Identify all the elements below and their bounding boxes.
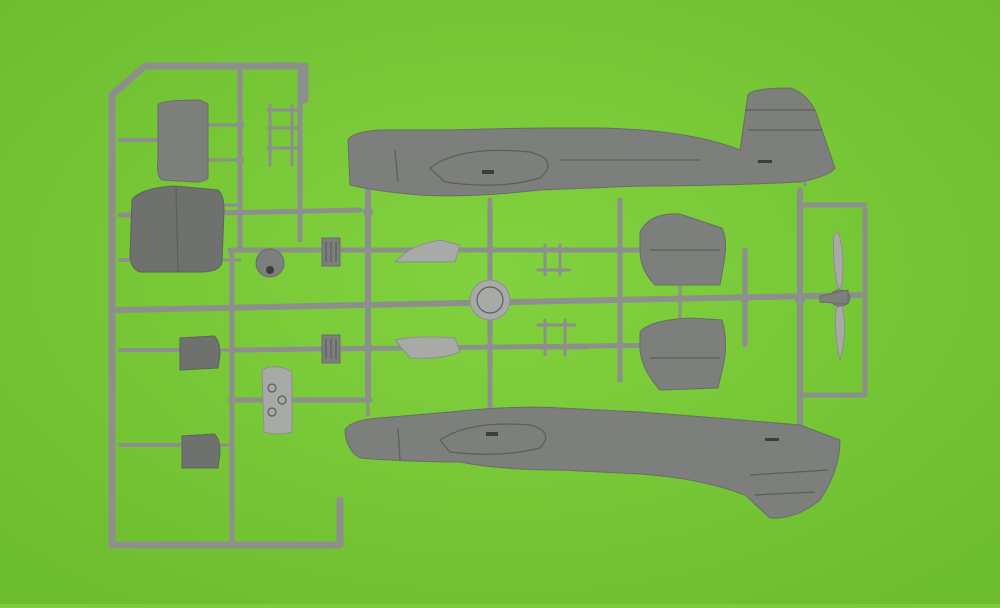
fuselage-half-upper — [347, 87, 836, 197]
landing-gear-parts — [536, 243, 587, 357]
grille-part-2 — [321, 334, 341, 364]
small-bracket-2 — [181, 433, 221, 469]
fuselage-half-lower — [344, 406, 841, 519]
instrument-panel — [261, 366, 293, 435]
canopy-disc — [469, 279, 511, 321]
cowling-panel-large — [129, 185, 225, 273]
strut-part — [266, 103, 300, 167]
wing-tip-upper — [393, 239, 461, 263]
grille-part-1 — [321, 237, 341, 267]
sprue-gates — [228, 121, 805, 404]
bulkhead-round — [255, 248, 285, 278]
tailplane-upper — [639, 213, 727, 286]
small-bracket-1 — [179, 335, 221, 371]
tailplane-lower — [639, 317, 727, 391]
cowling-panel-top — [157, 99, 209, 183]
wing-tip-lower — [394, 336, 461, 359]
propeller — [819, 231, 851, 361]
